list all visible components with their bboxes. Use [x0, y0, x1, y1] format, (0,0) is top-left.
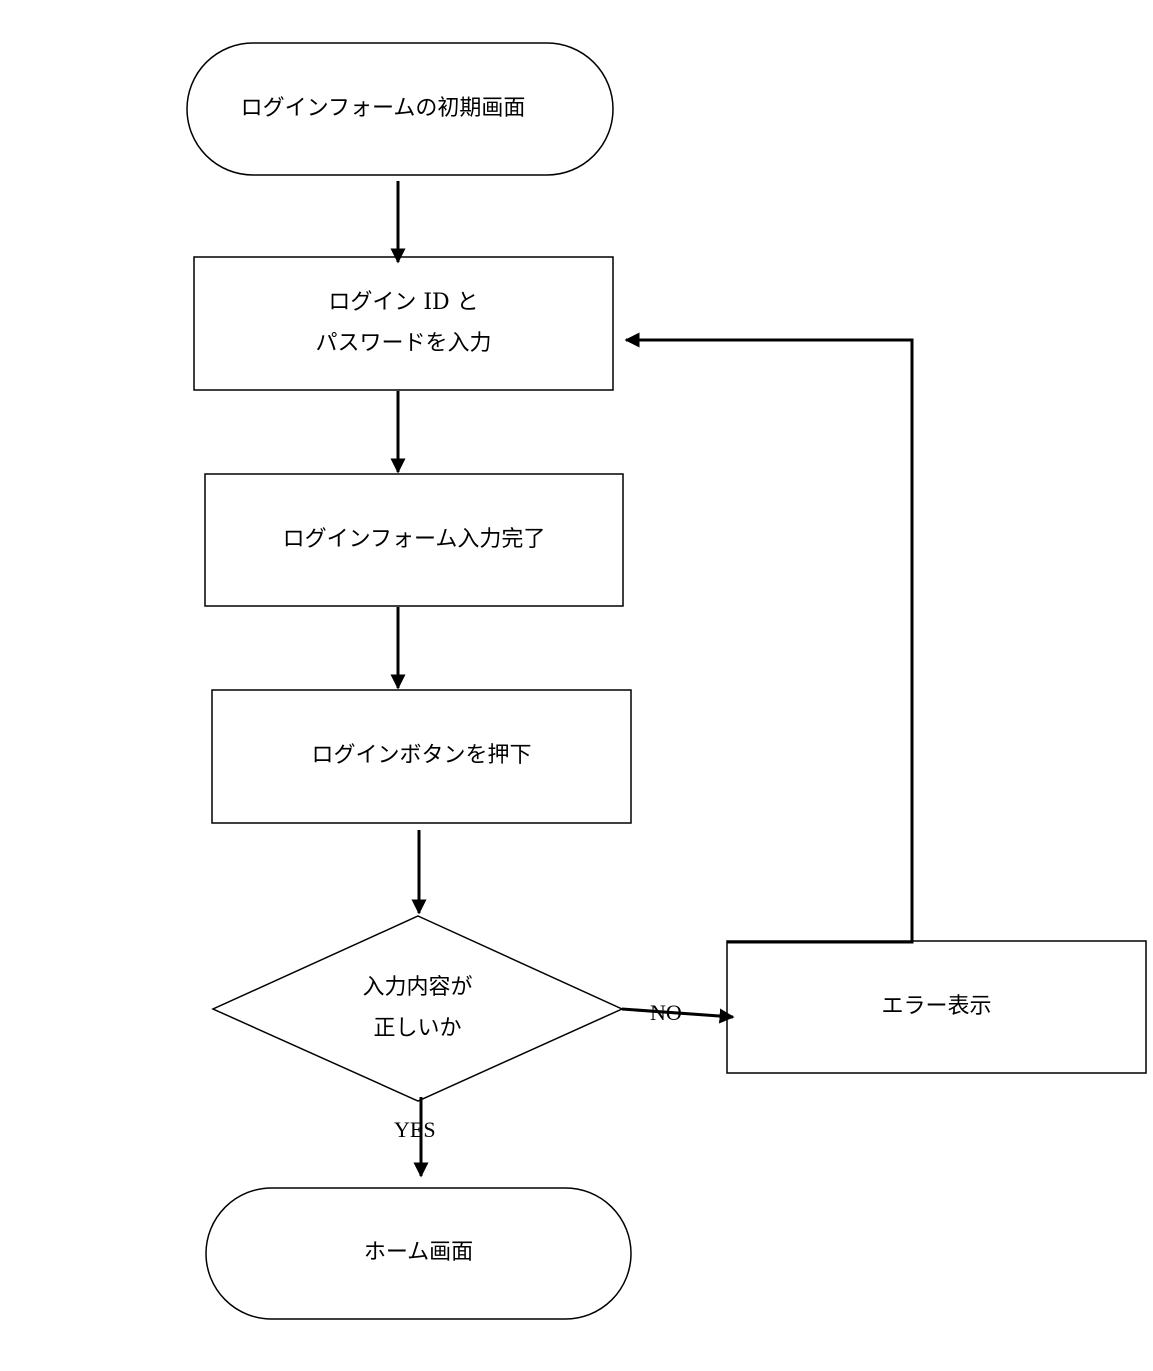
home-terminator: ホーム画面	[206, 1188, 631, 1319]
press-process-label: ログインボタンを押下	[311, 743, 532, 769]
no-edge-label: NO	[650, 1000, 682, 1025]
home-terminator-shape	[205, 1187, 632, 1320]
home-terminator-label: ホーム画面	[363, 1240, 474, 1266]
press-process-shape	[211, 689, 632, 824]
start-terminator-shape	[186, 42, 614, 176]
input-process-label-line1: ログイン ID と	[328, 289, 479, 315]
decision-label-line2: 正しいか	[373, 1015, 462, 1041]
error-process-shape	[726, 940, 1147, 1074]
yes-edge-label: YES	[394, 1117, 436, 1142]
decision-diamond: 入力内容が 正しいか	[213, 916, 622, 1101]
arrow-decision-no-to-error	[621, 1007, 735, 1024]
arrow-error-back-to-input	[624, 332, 914, 944]
complete-process-label: ログインフォーム入力完了	[282, 526, 546, 552]
complete-process: ログインフォーム入力完了	[205, 474, 623, 606]
decision-diamond-shape	[211, 915, 624, 1102]
input-process: ログイン ID と パスワードを入力	[194, 257, 613, 390]
error-process: エラー表示	[727, 941, 1146, 1073]
error-process-label: エラー表示	[881, 993, 992, 1019]
start-terminator: ログインフォームの初期画面	[187, 43, 579, 175]
press-process: ログインボタンを押下	[212, 690, 631, 823]
input-process-shape	[193, 256, 614, 391]
complete-process-shape	[204, 473, 624, 607]
input-process-label-line2: パスワードを入力	[315, 330, 492, 356]
start-terminator-label: ログインフォームの初期画面	[240, 95, 526, 121]
decision-label-line1: 入力内容が	[362, 974, 473, 1000]
